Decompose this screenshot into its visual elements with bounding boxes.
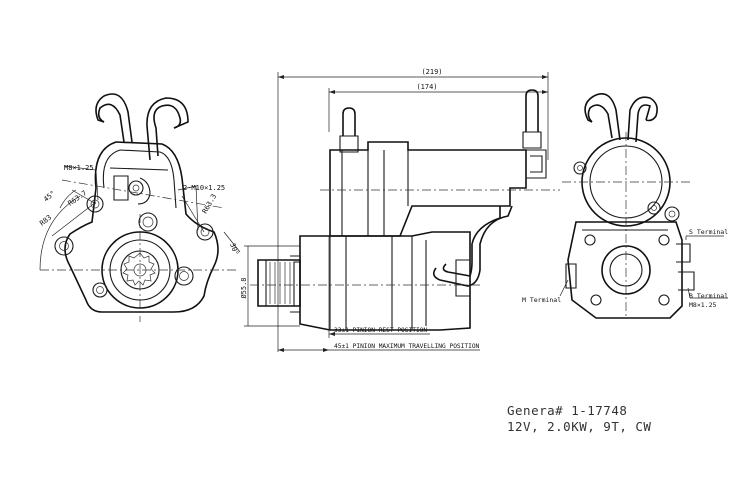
travel-position-label: 45±1 PINION MAXIMUM TRAVELLING POSITION	[334, 343, 480, 350]
angle-45-label: 45°	[42, 189, 57, 203]
bolt-circle-r63-7-label: R63.7	[67, 189, 89, 208]
rest-position-label: 33±1 PINION REST POSITION	[334, 327, 427, 334]
rear-view	[559, 93, 728, 319]
part-spec: 12V, 2.0KW, 9T, CW	[507, 419, 652, 434]
pilot-diameter-label: Ø55.8	[240, 277, 248, 298]
s-terminal-label: S Terminal	[689, 228, 728, 236]
b-thread-label: M8×1.25	[689, 301, 716, 309]
mount-thread-label: 2-M10×1.25	[183, 184, 225, 192]
angle-30-label: 30°	[228, 242, 240, 257]
thread-m8-label: M8×1.25	[64, 164, 94, 172]
m-terminal-label: M Terminal	[522, 296, 561, 304]
front-view	[39, 93, 241, 322]
bolt-circle-r63-3-label: R63.3	[201, 193, 218, 215]
b-terminal-label: B Terminal	[689, 292, 728, 300]
body-length-label: (174)	[416, 83, 437, 91]
part-number: Genera# 1-17748	[507, 403, 628, 418]
side-view	[244, 72, 560, 352]
overall-length-label: (219)	[421, 68, 442, 76]
